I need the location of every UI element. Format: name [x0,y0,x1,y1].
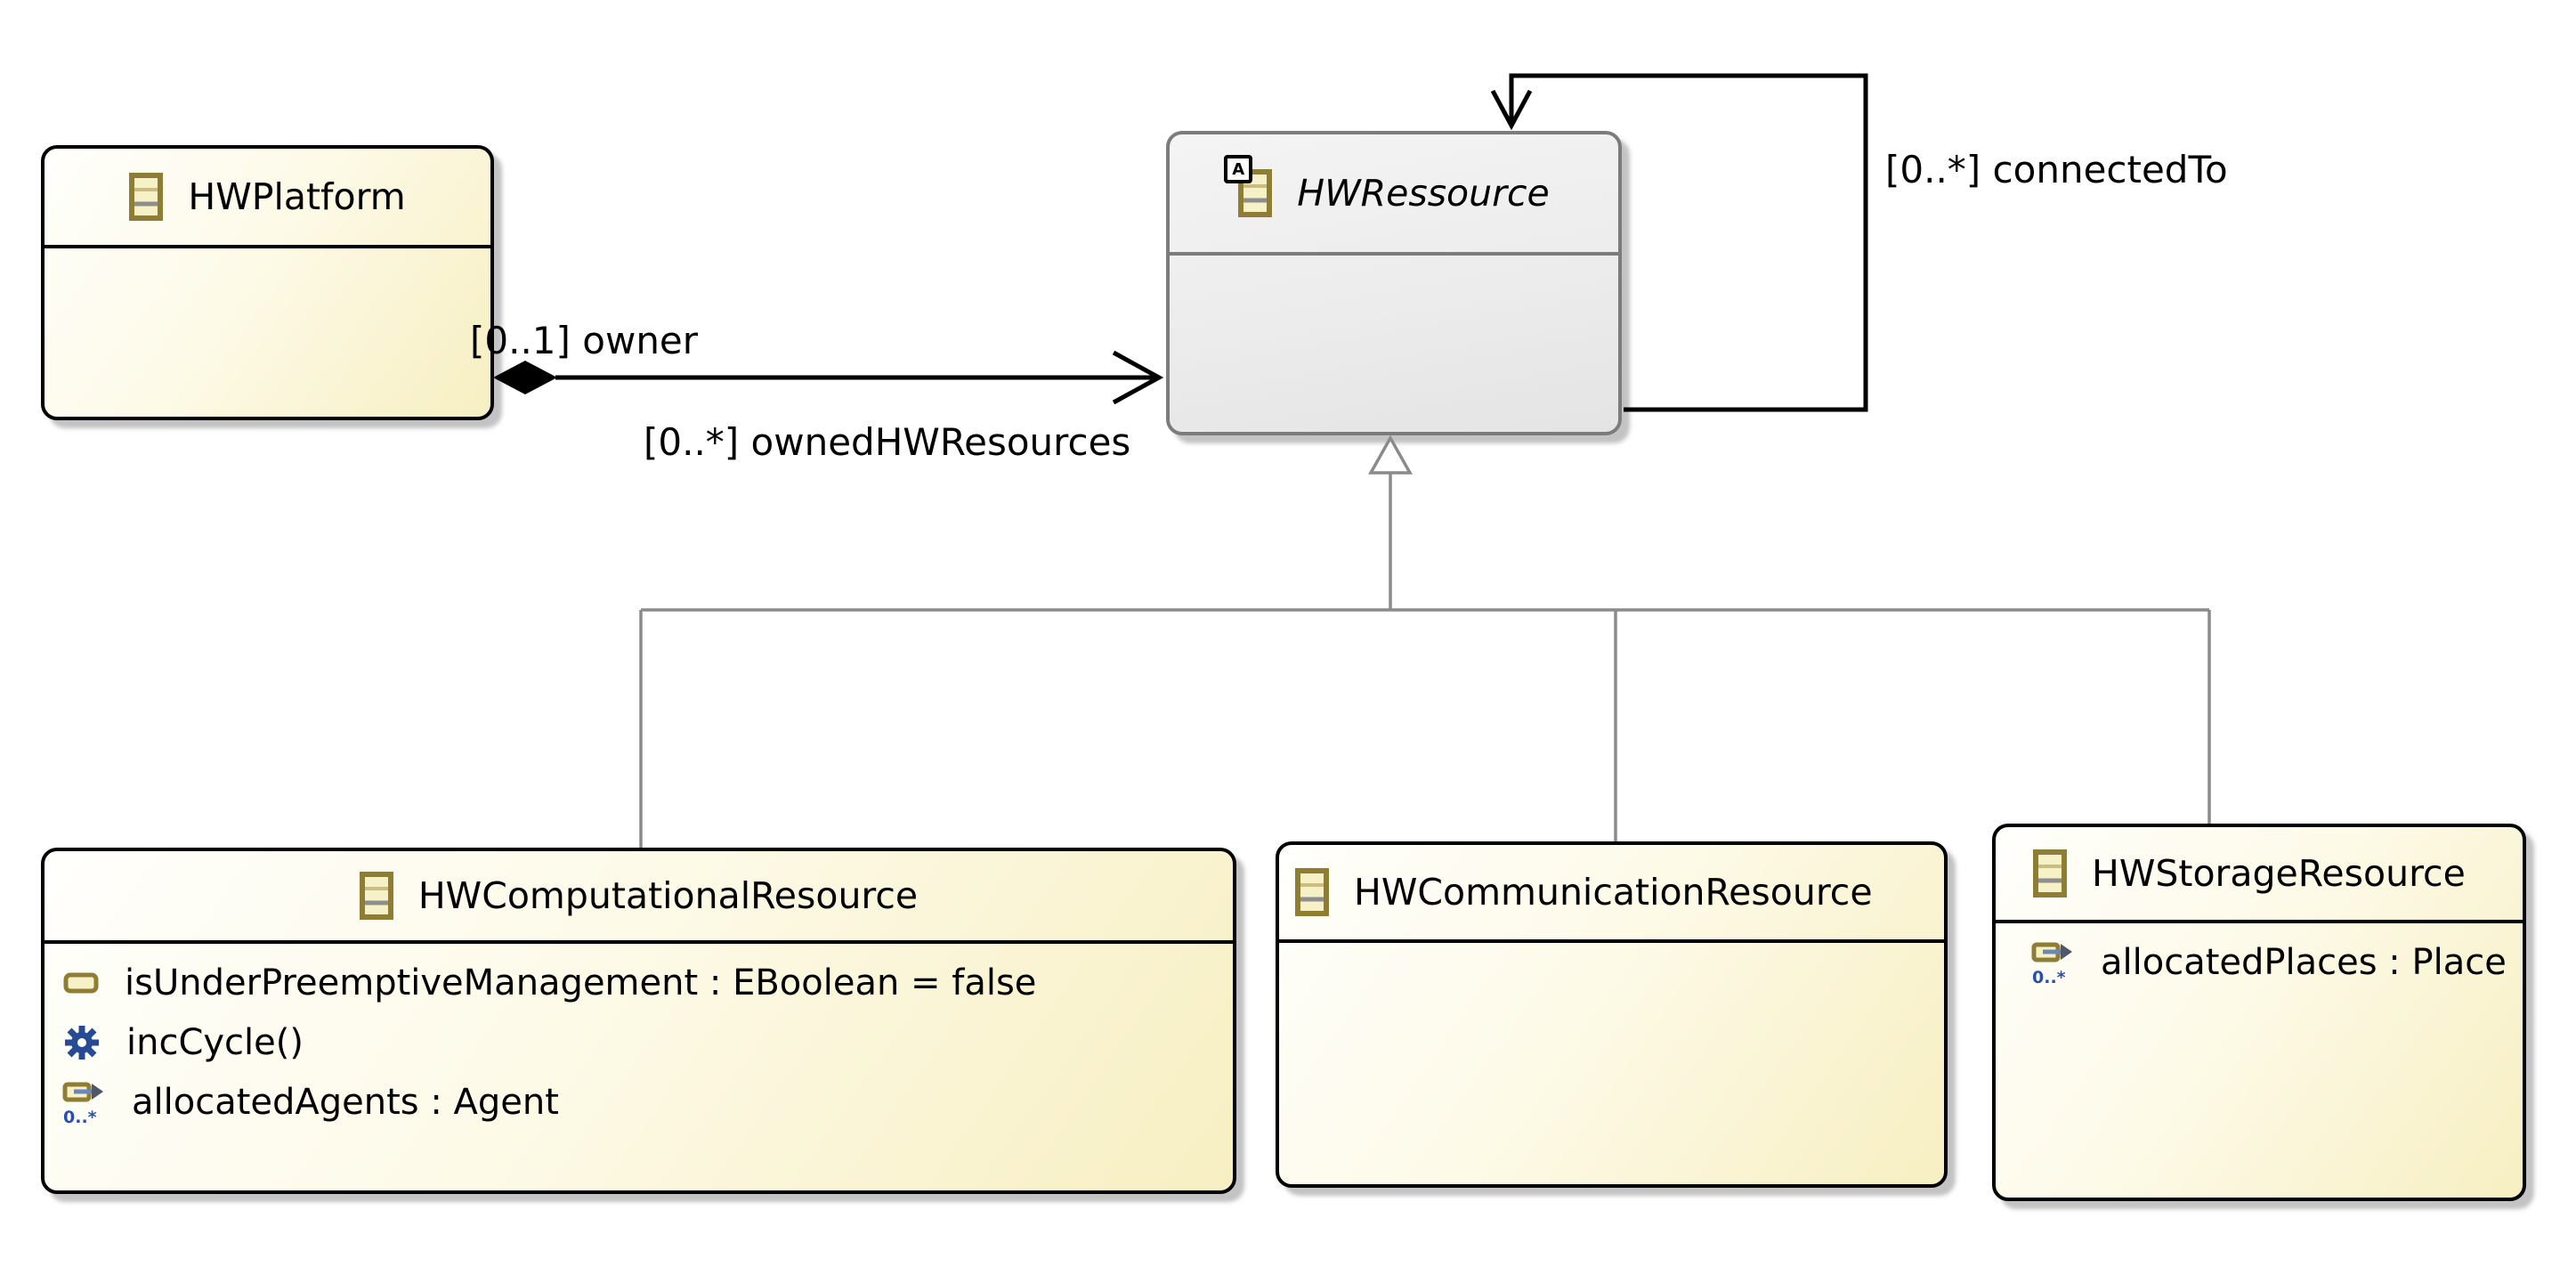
class-hwplatform-title[interactable]: HWPlatform [45,149,490,248]
composition-diamond-icon [493,361,557,394]
class-name: HWPlatform [188,175,406,218]
operation-label: incCycle() [126,1021,304,1063]
multiplicity-badge: 0..* [2032,968,2066,986]
self-loop-arrowhead-icon [1490,89,1533,131]
reference-row[interactable]: 0..* allocatedPlaces : Place [1996,932,2523,992]
operation-row[interactable]: incCycle() [45,1012,1233,1072]
eclass-icon [2033,849,2067,897]
edge-label-connected-to[interactable]: [0..*] connectedTo [1885,148,2228,191]
eclass-abstract-icon: A [1224,155,1273,217]
edge-label-owner[interactable]: [0..1] owner [470,319,699,362]
class-hwstorageresource-title[interactable]: HWStorageResource [1996,827,2523,923]
generalization-triangle-icon [1368,435,1413,475]
eclass-icon [1295,868,1329,916]
class-name: HWCommunicationResource [1354,871,1873,914]
class-hwcomputationalresource[interactable]: HWComputationalResource isUnderPreemptiv… [41,848,1236,1194]
reference-label: allocatedPlaces : Place [2101,941,2507,983]
class-hwstorageresource[interactable]: HWStorageResource 0..* allocatedPlaces :… [1992,824,2526,1201]
composition-arrowhead-icon [1112,350,1164,405]
class-hwcomputationalresource-title[interactable]: HWComputationalResource [45,851,1233,944]
multiplicity-badge: 0..* [63,1108,97,1125]
class-hwplatform[interactable]: HWPlatform [41,145,494,420]
ereference-icon: 0..* [2031,939,2076,986]
generalization-edge-tree[interactable] [639,435,2211,848]
reference-label: allocatedAgents : Agent [132,1081,559,1123]
eoperation-icon [62,1023,101,1062]
eclass-icon [359,872,393,920]
reference-row[interactable]: 0..* allocatedAgents : Agent [45,1072,1233,1132]
eclass-icon [129,173,164,221]
class-name: HWRessource [1297,172,1550,215]
edge-label-owned-hwresources[interactable]: [0..*] ownedHWResources [644,420,1131,464]
abstract-marker-badge: A [1224,155,1253,183]
class-name: HWStorageResource [2092,852,2466,895]
class-hwressource[interactable]: A HWRessource [1166,131,1622,435]
ereference-icon: 0..* [62,1079,107,1125]
class-hwressource-title[interactable]: A HWRessource [1170,134,1618,256]
class-hwcommunicationresource-title[interactable]: HWCommunicationResource [1279,845,1944,943]
class-hwcommunicationresource[interactable]: HWCommunicationResource [1276,841,1948,1188]
attribute-label: isUnderPreemptiveManagement : EBoolean =… [125,962,1037,1003]
eattribute-icon [62,970,100,996]
class-name: HWComputationalResource [417,874,919,917]
attribute-row[interactable]: isUnderPreemptiveManagement : EBoolean =… [45,953,1233,1012]
